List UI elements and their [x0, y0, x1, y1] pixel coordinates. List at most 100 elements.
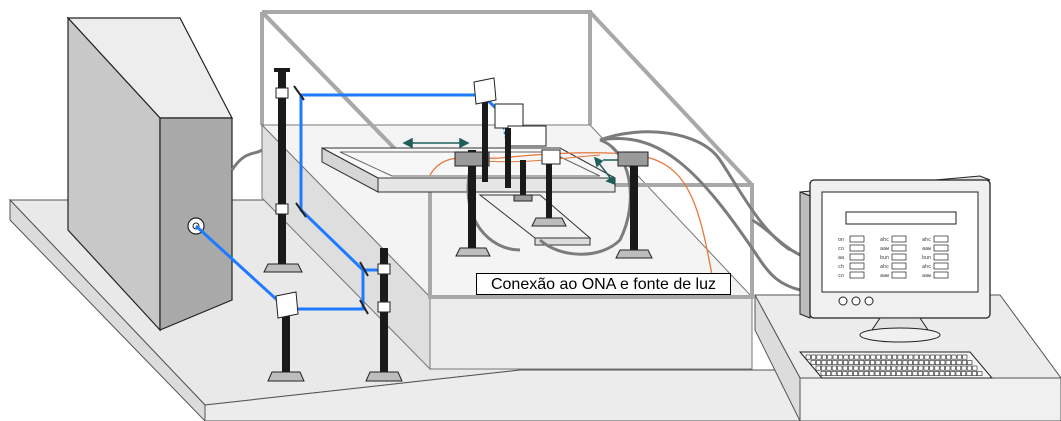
monitor-screen-field	[934, 254, 948, 260]
keyboard-key	[914, 361, 918, 365]
keyboard-key	[925, 355, 929, 359]
keyboard-key	[924, 361, 928, 365]
keyboard-key	[940, 366, 944, 370]
monitor-screen-text: ch	[838, 264, 844, 270]
keyboard-key	[822, 361, 826, 365]
keyboard-key	[828, 355, 832, 359]
monitor-screen-field	[934, 236, 948, 242]
keyboard-key	[892, 361, 896, 365]
keyboard-key	[806, 355, 810, 359]
keyboard-key	[821, 366, 825, 370]
keyboard-key	[962, 366, 966, 370]
monitor-screen-field	[892, 245, 906, 251]
monitor-screen-text: aaw	[922, 246, 932, 252]
keyboard-key	[941, 361, 945, 365]
keyboard-key	[881, 361, 885, 365]
keyboard-key	[897, 366, 901, 370]
keyboard-key	[848, 372, 852, 376]
keyboard-key	[859, 366, 863, 370]
monitor-screen-field	[850, 245, 864, 251]
keyboard-key	[907, 372, 911, 376]
keyboard-key	[908, 366, 912, 370]
keyboard-key	[946, 355, 950, 359]
keyboard-key	[962, 361, 966, 365]
monitor-screen-text: aaw	[880, 273, 890, 279]
keyboard-key	[865, 355, 869, 359]
keyboard-key	[881, 366, 885, 370]
keyboard-key	[876, 355, 880, 359]
keyboard-key	[978, 372, 982, 376]
keyboard-key	[951, 366, 955, 370]
monitor-screen-text: co	[838, 273, 844, 279]
connection-label: Conexão ao ONA e fonte de luz	[476, 273, 731, 295]
monitor-screen-field	[892, 263, 906, 269]
keyboard-key	[908, 361, 912, 365]
keyboard-key	[924, 372, 928, 376]
monitor-screen-field	[934, 272, 948, 278]
keyboard-key	[832, 366, 836, 370]
keyboard-key	[967, 372, 971, 376]
keyboard-key	[849, 355, 853, 359]
monitor-button-icon	[839, 297, 847, 305]
keyboard-key	[833, 361, 837, 365]
keyboard-key	[897, 361, 901, 365]
keyboard-key	[865, 366, 869, 370]
monitor-screen-text: aaw	[922, 273, 932, 279]
keyboard-key	[871, 355, 875, 359]
keyboard-key	[941, 355, 945, 359]
keyboard-key	[886, 372, 890, 376]
keyboard-key	[860, 361, 864, 365]
keyboard-key	[967, 366, 971, 370]
keyboard-key	[961, 372, 965, 376]
keyboard-key	[817, 355, 821, 359]
keyboard-key	[886, 366, 890, 370]
keyboard-key	[957, 355, 961, 359]
keyboard-key	[919, 366, 923, 370]
keyboard-key	[849, 361, 853, 365]
keyboard-key	[902, 366, 906, 370]
keyboard-key	[816, 361, 820, 365]
keyboard-key	[875, 366, 879, 370]
monitor-screen-text: ahc	[880, 237, 889, 243]
keyboard-key	[913, 372, 917, 376]
monitor-screen-field	[892, 272, 906, 278]
keyboard-key	[821, 372, 825, 376]
keyboard-key	[897, 372, 901, 376]
keyboard-key	[968, 361, 972, 365]
keyboard-key	[909, 355, 913, 359]
keyboard-key	[854, 361, 858, 365]
monitor-screen-field	[934, 263, 948, 269]
keyboard-key	[811, 355, 815, 359]
monitor-screen-field	[934, 245, 948, 251]
keyboard-key	[945, 372, 949, 376]
monitor-button-icon	[865, 297, 873, 305]
keyboard-key	[853, 372, 857, 376]
keyboard-key	[870, 366, 874, 370]
keyboard-key	[957, 361, 961, 365]
keyboard-key	[936, 355, 940, 359]
keyboard-key	[892, 355, 896, 359]
keyboard-key	[860, 355, 864, 359]
keyboard-key	[864, 372, 868, 376]
keyboard-key	[848, 366, 852, 370]
keyboard-key	[838, 355, 842, 359]
keyboard-key	[876, 361, 880, 365]
keyboard-key	[973, 366, 977, 370]
monitor-screen-text: ahc	[922, 237, 931, 243]
keyboard-key	[935, 361, 939, 365]
keyboard-key	[892, 366, 896, 370]
keyboard-key	[827, 366, 831, 370]
keyboard-key	[951, 372, 955, 376]
keyboard-key	[934, 372, 938, 376]
keyboard-key	[903, 361, 907, 365]
monitor-button-icon	[852, 297, 860, 305]
keyboard-key	[913, 366, 917, 370]
keyboard	[800, 352, 992, 378]
keyboard-key	[837, 372, 841, 376]
keyboard-key	[972, 372, 976, 376]
keyboard-key	[826, 372, 830, 376]
keyboard-key	[887, 361, 891, 365]
keyboard-key	[854, 366, 858, 370]
keyboard-key	[898, 355, 902, 359]
